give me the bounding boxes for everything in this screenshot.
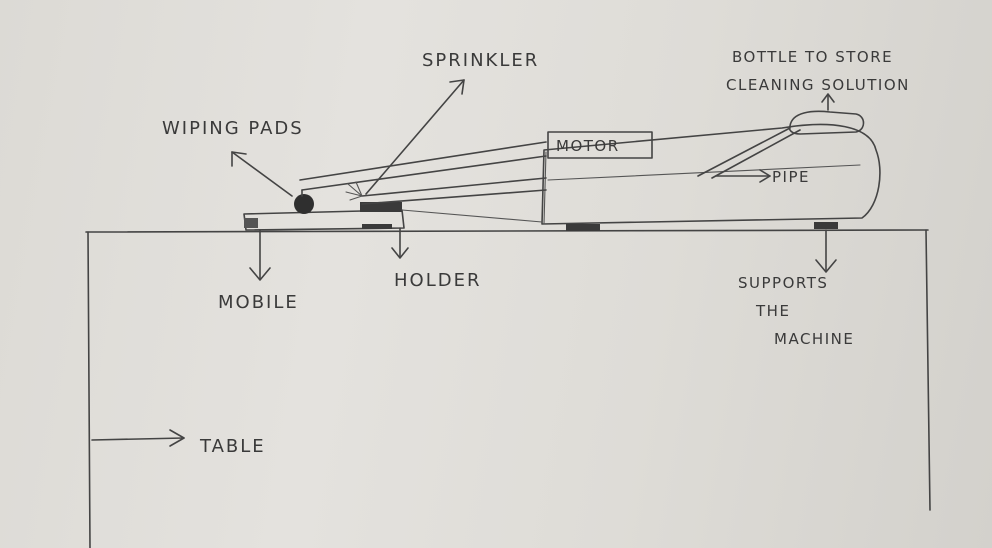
table-top-line — [85, 229, 929, 233]
pipe-arrowhead — [759, 169, 771, 183]
motor-label: MOTOR — [556, 137, 620, 155]
wiping-pad — [294, 194, 314, 214]
mobile-phone — [243, 209, 405, 231]
annotation-arrows — [91, 79, 837, 447]
mobile-label: MOBILE — [218, 292, 299, 313]
machine-supports — [566, 222, 838, 231]
body-front-edge — [543, 151, 547, 225]
wiping-pads-arrowhead — [231, 151, 247, 167]
table-left-leg — [87, 231, 91, 548]
sprinkler-head — [345, 181, 363, 201]
sprinkler-arrow — [365, 79, 465, 195]
supports-label-line2: THE — [755, 302, 790, 320]
linkage-line — [401, 209, 543, 223]
wiping-pads-arrow — [231, 151, 293, 197]
labels: SPRINKLER WIPING PADS BOTTLE TO STORE CL… — [162, 48, 910, 457]
machine-body — [299, 123, 881, 225]
supports-label-line1: SUPPORTS — [738, 274, 828, 292]
sprinkler-rod-upper — [361, 177, 547, 197]
arm-upper — [299, 141, 547, 181]
supports-label-line3: MACHINE — [774, 330, 854, 348]
table-arrowhead — [169, 429, 185, 447]
sprinkler-rod-lower — [361, 189, 547, 205]
table-arrow — [91, 437, 185, 441]
body-outline — [541, 123, 881, 225]
bottle-label-line1: BOTTLE TO STORE — [732, 48, 893, 66]
table-label: TABLE — [199, 436, 266, 457]
holder — [360, 202, 402, 229]
supports-arrowhead — [815, 259, 837, 273]
holder-label: HOLDER — [394, 270, 481, 291]
support-front — [566, 224, 600, 231]
wiping-pad-assembly — [294, 181, 363, 214]
sprinkler-arrowhead — [449, 79, 465, 95]
table-right-leg — [925, 229, 931, 511]
pipe — [697, 127, 801, 179]
bottle-arrowhead — [821, 93, 835, 103]
pipe-line-1 — [697, 127, 791, 177]
mobile-edge — [244, 218, 258, 228]
arm-lower — [301, 155, 547, 191]
bottle — [788, 110, 865, 135]
motor-box: MOTOR — [547, 131, 653, 159]
holder-top — [360, 202, 402, 212]
pipe-line-2 — [711, 129, 801, 179]
wiping-pads-label: WIPING PADS — [162, 118, 304, 139]
pipe-label: PIPE — [772, 168, 810, 186]
bottle-outline — [788, 110, 865, 135]
motor-outline — [547, 131, 653, 159]
sprinkler-label: SPRINKLER — [422, 50, 539, 71]
mobile-arrowhead — [249, 267, 271, 281]
table — [85, 229, 931, 548]
bottle-label-line2: CLEANING SOLUTION — [726, 76, 910, 94]
holder-arrowhead — [391, 247, 409, 259]
support-rear — [814, 222, 838, 229]
holder-bottom — [362, 224, 392, 229]
